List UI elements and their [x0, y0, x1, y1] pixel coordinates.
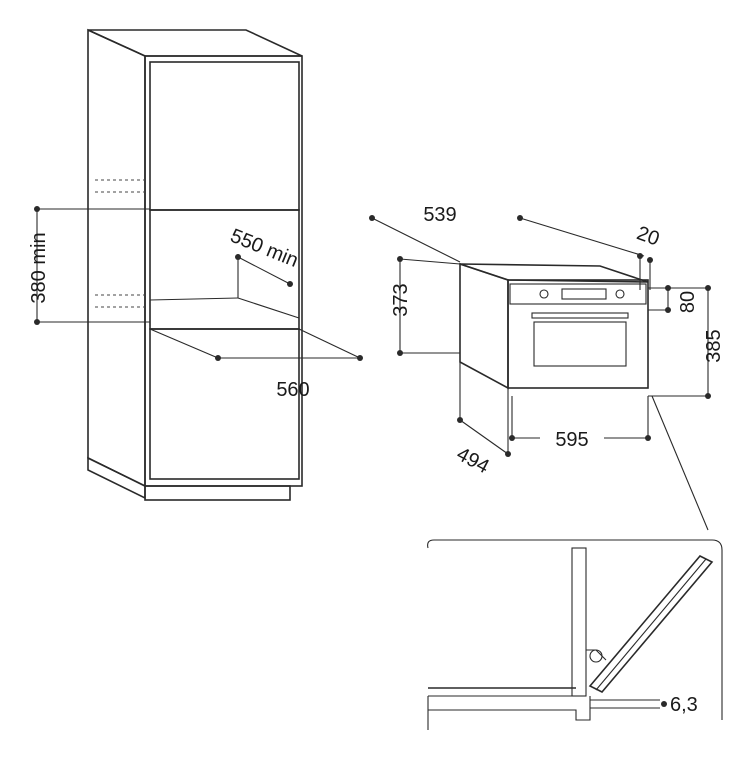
- dim-oven-height: 373: [390, 256, 461, 356]
- oven: 539 20 373 80: [369, 204, 725, 531]
- shelf-hints: [95, 179, 145, 308]
- cabinet-plinth: [87, 456, 146, 500]
- detail-base: [428, 696, 591, 721]
- label-595: 595: [555, 429, 588, 451]
- lower-door: [149, 328, 300, 480]
- detail-door: [588, 555, 714, 693]
- oven-side: [459, 262, 509, 390]
- hinge-icon: [589, 649, 603, 663]
- oven-window: [533, 321, 627, 367]
- label-80: 80: [677, 291, 699, 313]
- display-icon: [561, 288, 607, 300]
- detail-leader: [651, 395, 709, 531]
- oven-front: [507, 279, 649, 389]
- label-539: 539: [423, 204, 456, 226]
- dim-body-depth: 494: [453, 362, 511, 478]
- label-6-3: 6,3: [670, 694, 698, 716]
- dim-oven-width: 595: [509, 396, 651, 451]
- dim-panel-height: 80: [648, 285, 699, 313]
- label-494: 494: [453, 443, 493, 478]
- right-knob-icon: [615, 289, 625, 299]
- hinge-detail: 6,3: [427, 539, 723, 730]
- niche-floor: [149, 297, 239, 301]
- label-20: 20: [634, 222, 662, 250]
- detail-side-panel: [571, 547, 587, 697]
- label-385: 385: [703, 329, 725, 362]
- detail-frame: [427, 539, 723, 720]
- cabinet-plinth-front: [144, 485, 291, 501]
- dim-oven-depth: 539: [369, 204, 645, 263]
- detail-door-inner: [595, 558, 707, 691]
- label-380-min: 380 min: [28, 232, 50, 303]
- control-panel: [509, 283, 647, 305]
- cabinet-top: [87, 29, 303, 57]
- cabinet-side: [87, 28, 146, 488]
- dim-niche-height: 380 min: [28, 206, 150, 325]
- cabinet-front: [144, 55, 303, 487]
- dim-total-height: 385: [648, 285, 725, 399]
- door-handle: [531, 312, 629, 319]
- upper-door: [149, 61, 300, 211]
- label-373: 373: [390, 283, 412, 316]
- oven-niche: [149, 209, 300, 330]
- dim-niche-width: 560: [149, 328, 363, 401]
- left-knob-icon: [539, 289, 549, 299]
- tall-cabinet: 380 min 550 min 560: [28, 28, 363, 501]
- label-560: 560: [276, 379, 309, 401]
- hinge-arm: [586, 649, 607, 661]
